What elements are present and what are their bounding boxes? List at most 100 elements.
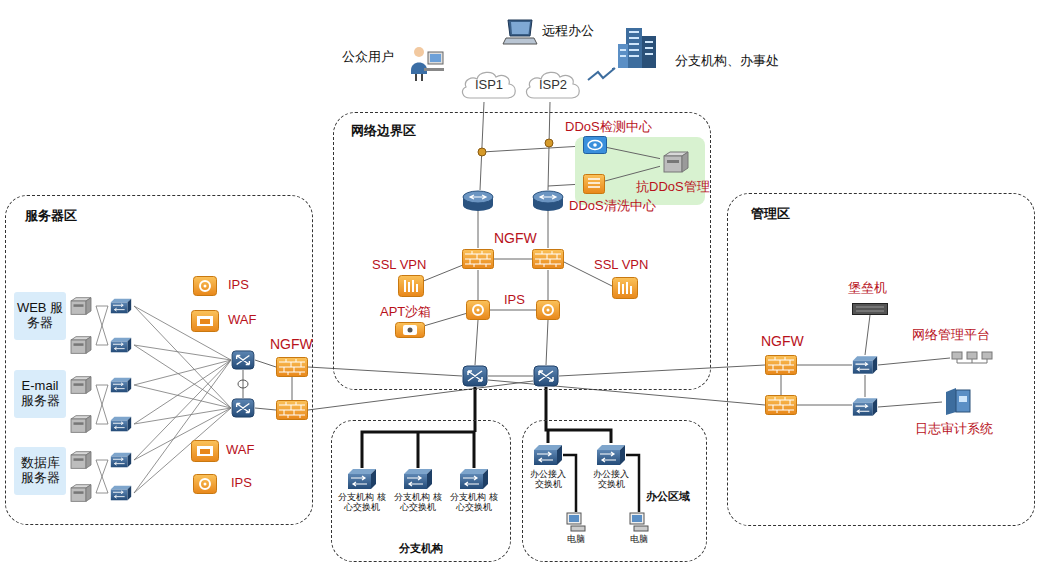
laptop-icon (502, 18, 538, 46)
path-part (475, 210, 612, 376)
zone-region: 网络边界区 DDoS检测中心 DDoS清洗中心 抗DDoS管理 NGFW SSL VPN S… (333, 112, 711, 390)
ddosc-icon (583, 174, 605, 194)
device-label: WAF (228, 313, 256, 328)
apt-symbol (396, 323, 425, 338)
device-node: 分支机构 核心交换机 (347, 468, 377, 490)
sw-symbol (348, 469, 376, 489)
cross-link (96, 460, 108, 493)
device-node: 办公接入 交换机 (596, 443, 626, 467)
use-part (533, 250, 564, 269)
log-icon (942, 386, 972, 416)
vpn-icon (398, 275, 424, 297)
mesh-link (134, 360, 231, 493)
zone-title: 服务器区 (25, 209, 77, 224)
sw-icon (533, 443, 563, 467)
server-link (96, 460, 108, 461)
device-label: 远程办公 (542, 24, 594, 39)
server-link (96, 493, 108, 494)
server-link (96, 424, 108, 425)
zone-region: 分支机构分支机构 核心交换机分支机构 核心交换机分支机构 核心交换机 (331, 420, 511, 562)
waf-symbol (192, 441, 219, 462)
link-line (626, 455, 639, 512)
device-label: E-mail 服务器 (14, 377, 66, 411)
server-icon (71, 377, 91, 394)
fw-icon (765, 355, 797, 375)
access-switch (111, 453, 131, 468)
nms-icon (950, 350, 994, 366)
bldg-symbol (608, 28, 656, 70)
zone-region: 管理区NGFW堡垒机网络管理平台日志审计系统 (727, 193, 1035, 526)
server-racks (71, 298, 131, 502)
cross-link (96, 385, 108, 424)
mesh-link (134, 306, 231, 408)
vpn-icon (612, 277, 638, 299)
sw-symbol (404, 469, 432, 489)
fw-symbol (277, 358, 308, 377)
device-label: 办公接入 交换机 (589, 469, 633, 490)
device-label: IPS (231, 476, 252, 491)
bldg-icon (612, 24, 664, 70)
server-link (96, 345, 108, 346)
device-node: NGFW (462, 248, 494, 270)
pc-icon (565, 512, 587, 532)
device-node: DDoS检测中心 (583, 136, 607, 154)
device-node: IPS (193, 474, 217, 494)
fw-icon (462, 248, 494, 270)
use-part (463, 191, 493, 211)
device-node: 电脑 (565, 512, 587, 532)
device-node: ISP2 (522, 68, 584, 102)
device-node: IPS (466, 300, 490, 320)
pc-symbol (630, 513, 648, 531)
path-part (362, 387, 475, 468)
device-label: 电脑 (624, 534, 654, 544)
use-part (537, 301, 560, 320)
use-part (853, 356, 877, 373)
path-part (482, 146, 583, 152)
server-icon (71, 485, 91, 502)
ips-icon (193, 474, 217, 494)
srv-icon (660, 150, 692, 174)
access-switch (111, 486, 131, 501)
cloud-symbol (463, 72, 516, 98)
device-node: 堡垒机 (852, 303, 888, 315)
device-label: SSL VPN (594, 258, 648, 273)
mesh-link (134, 385, 231, 408)
use-part (232, 399, 254, 417)
server-icon (71, 416, 91, 433)
mesh-link (134, 360, 231, 424)
device-label: NGFW (494, 230, 537, 246)
ips-icon (466, 300, 490, 320)
ips-symbol (467, 301, 490, 320)
sw-symbol (534, 445, 562, 465)
pc-symbol (567, 513, 585, 531)
ddos-zone (575, 137, 705, 205)
device-node: DDoS清洗中心 (583, 174, 605, 194)
waf-symbol (192, 311, 219, 332)
cross-link (96, 306, 108, 345)
waf-icon (191, 440, 219, 462)
cross-link (96, 460, 108, 493)
cross-link (96, 385, 108, 424)
device-label: ISP2 (537, 76, 569, 95)
ips-symbol (194, 475, 217, 494)
zone-title: 网络边界区 (351, 124, 416, 139)
use-part (533, 191, 563, 211)
sw-symbol (460, 469, 488, 489)
device-label: 电脑 (561, 534, 591, 544)
device-label: 抗DDoS管理 (636, 180, 710, 195)
server-icon (71, 337, 91, 354)
device-label: WEB 服务器 (14, 299, 66, 333)
mesh-link (134, 360, 231, 385)
device-label: DDoS检测中心 (565, 120, 652, 135)
server-link (96, 385, 108, 386)
vpn-symbol (399, 276, 424, 297)
device-node: 分支机构、办事处 (612, 24, 664, 70)
link-line (563, 455, 576, 512)
device-node: IPS (193, 276, 217, 296)
splitter (545, 139, 553, 147)
devices (232, 191, 877, 420)
server-group-box: 数据库 服务器 (14, 447, 66, 495)
device-node: NGFW (276, 357, 308, 377)
device-label: SSL VPN (372, 258, 426, 273)
device-node: 远程办公 (502, 18, 538, 46)
